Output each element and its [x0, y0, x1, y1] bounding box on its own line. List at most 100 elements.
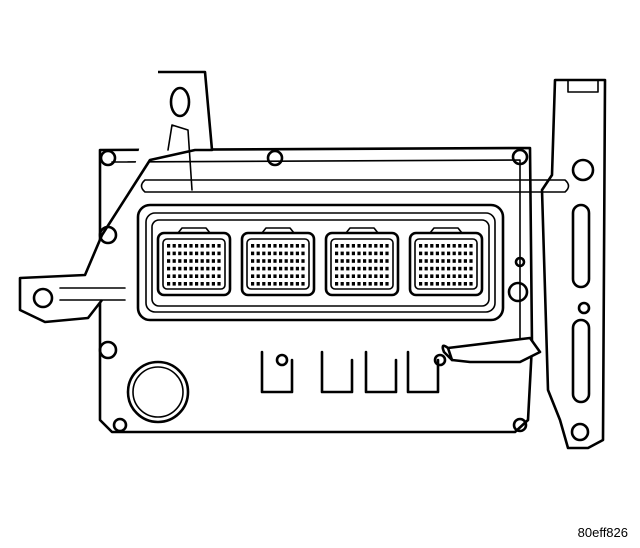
connector-pin — [301, 274, 305, 278]
connector-pin — [290, 251, 294, 256]
connector-pin — [206, 266, 210, 271]
connector-pin — [447, 259, 451, 263]
connector-pin — [200, 282, 204, 286]
connector-pin — [452, 282, 456, 286]
connector-pin — [351, 266, 355, 271]
connector-pin — [430, 244, 434, 248]
connector-pin — [267, 259, 271, 263]
connector-pin — [189, 251, 193, 256]
connector-pin — [452, 259, 456, 263]
connector-pin — [447, 266, 451, 271]
connector-face — [246, 238, 310, 290]
connector-pin — [351, 251, 355, 256]
connector-pin — [284, 274, 288, 278]
bolt-top-left — [99, 149, 117, 167]
connector-pin — [211, 282, 215, 286]
round-port-inner — [132, 366, 184, 418]
connector-pin — [368, 251, 372, 256]
connector-pin — [189, 274, 193, 278]
connector-pin — [195, 259, 199, 263]
connector-pin — [379, 274, 383, 278]
connector-pin — [469, 259, 473, 263]
connector-pin — [217, 274, 221, 278]
connector-pin — [167, 274, 171, 278]
connector-pin — [385, 266, 389, 271]
connector-shell — [324, 231, 400, 297]
right-bracket-hole-mid — [577, 301, 591, 315]
connector-pin — [251, 251, 255, 256]
connector-pin — [463, 251, 467, 256]
connector-pin — [430, 266, 434, 271]
connector-pin — [195, 274, 199, 278]
connector-pin — [189, 282, 193, 286]
connector-pin — [424, 282, 428, 286]
connector-pin — [447, 274, 451, 278]
connector-pin — [335, 259, 339, 263]
connector-pin — [363, 259, 367, 263]
connector-group — [156, 227, 484, 297]
connector-pin — [267, 251, 271, 256]
connector-pin — [424, 274, 428, 278]
top-strap — [140, 179, 570, 193]
connector-pin — [435, 282, 439, 286]
connector-pin — [346, 282, 350, 286]
connector-pin — [290, 266, 294, 271]
connector-pin — [290, 259, 294, 263]
connector-pin — [301, 244, 305, 248]
connector-pin — [447, 244, 451, 248]
connector-pin — [262, 282, 266, 286]
connector-pin — [458, 274, 462, 278]
connector-pin — [458, 251, 462, 256]
connector-pin — [363, 266, 367, 271]
connector-pin — [279, 274, 283, 278]
connector-pin — [273, 251, 277, 256]
connector-pin — [183, 266, 187, 271]
connector-pin — [167, 282, 171, 286]
connector-pin — [379, 266, 383, 271]
connector-pin — [183, 282, 187, 286]
connector-pin — [447, 251, 451, 256]
connector-pin — [200, 274, 204, 278]
connector-pin — [290, 274, 294, 278]
connector-pin — [463, 244, 467, 248]
connector-pin — [211, 274, 215, 278]
connector-pin — [374, 266, 378, 271]
connector-frame-outer — [136, 203, 505, 322]
bolt-bottom-right — [512, 417, 528, 433]
connector-pin — [351, 244, 355, 248]
connector-pin — [273, 282, 277, 286]
connector-pin — [189, 266, 193, 271]
connector-pin — [178, 244, 182, 248]
left-bracket-rib — [59, 287, 126, 301]
connector-pin — [452, 274, 456, 278]
connector-pin — [211, 244, 215, 248]
connector-pin — [206, 244, 210, 248]
connector-pin — [217, 244, 221, 248]
connector-pin — [419, 259, 423, 263]
left-bracket — [18, 70, 214, 324]
connector-pin — [290, 244, 294, 248]
connector-pin — [295, 274, 299, 278]
connector-pin — [385, 274, 389, 278]
right-bracket-tab — [567, 79, 599, 93]
connector-pin — [200, 244, 204, 248]
right-bracket-slot-upper — [571, 203, 591, 289]
connector-pin — [441, 282, 445, 286]
connector-pin — [374, 251, 378, 256]
connector-pin — [178, 251, 182, 256]
connector-pin — [441, 274, 445, 278]
connector-shell — [408, 231, 484, 297]
right-bracket-hole-top — [571, 158, 595, 182]
connector-pin — [430, 274, 434, 278]
connector-pin — [267, 266, 271, 271]
connector-pin — [183, 274, 187, 278]
connector-pin — [368, 244, 372, 248]
connector-pin — [469, 274, 473, 278]
connector-latch — [429, 227, 463, 234]
connector-pin — [172, 259, 176, 263]
connector-pin — [189, 259, 193, 263]
connector-pin — [178, 274, 182, 278]
connector-pin — [178, 266, 182, 271]
connector-pin — [251, 244, 255, 248]
